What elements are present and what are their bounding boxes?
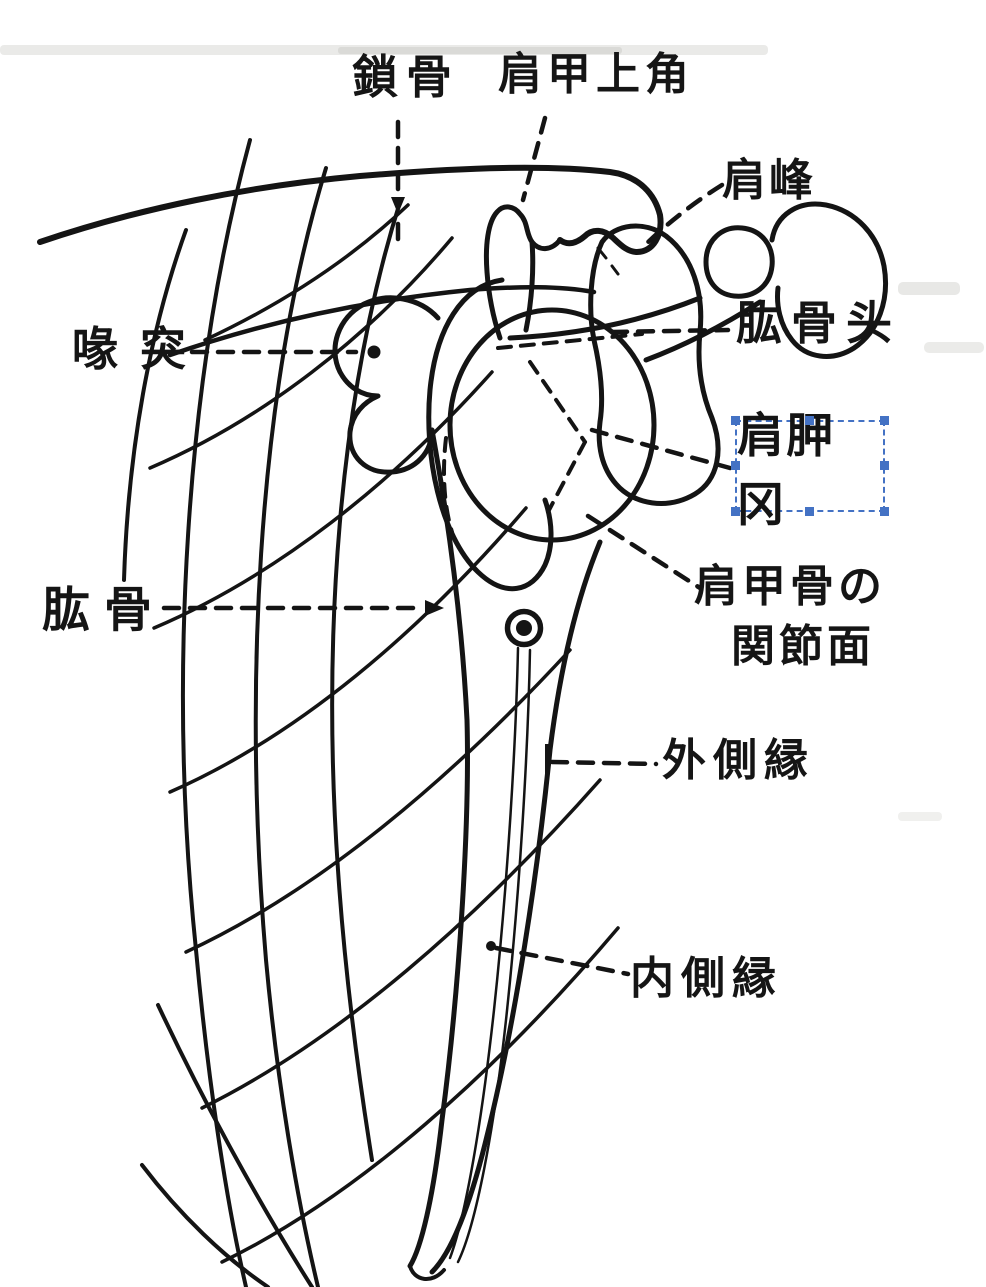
label-glenoid-line2: 関節面 bbox=[731, 622, 875, 672]
label-scapular-spine: 肩胛冈 bbox=[737, 411, 835, 532]
glenoid-dashed-lines bbox=[442, 332, 644, 534]
label-acromion: 肩峰 bbox=[722, 156, 816, 205]
label-glenoid-line1: 肩甲骨の bbox=[694, 562, 886, 611]
humerus-arrowhead bbox=[425, 600, 444, 616]
rib-cage-lines bbox=[122, 138, 620, 1287]
medial-junction-dot bbox=[486, 941, 496, 951]
label-coracoid: 喙突 bbox=[72, 324, 208, 375]
leader-acromion bbox=[639, 182, 725, 251]
label-humerus: 肱骨 bbox=[42, 584, 167, 637]
label-humeral-head: 肱骨头 bbox=[736, 298, 901, 349]
clavicle-arrowhead bbox=[391, 197, 405, 214]
coracoid-dot bbox=[367, 345, 381, 359]
selection-handle-nw[interactable] bbox=[731, 416, 740, 425]
label-clavicle: 鎖骨 bbox=[352, 52, 460, 103]
selection-handle-e[interactable] bbox=[880, 461, 889, 470]
humeral-head-outline bbox=[447, 307, 657, 543]
scapula-border-lines bbox=[407, 427, 603, 1281]
superior-angle-outline bbox=[483, 204, 563, 341]
glenoid-neck-outline bbox=[426, 277, 554, 592]
leader-scapular-spine bbox=[589, 427, 733, 471]
label-lateral-border: 外側縁 bbox=[662, 736, 815, 785]
selection-handle-w[interactable] bbox=[731, 461, 740, 470]
humerus-upper-outline bbox=[588, 223, 721, 506]
lateral-junction-tick bbox=[545, 744, 549, 782]
leader-lines bbox=[161, 115, 733, 977]
selection-handle-s[interactable] bbox=[805, 507, 814, 516]
leader-terminators bbox=[367, 197, 549, 951]
leader-lateral-border bbox=[549, 759, 659, 767]
infraglenoid-ring bbox=[504, 608, 544, 648]
selection-handle-ne[interactable] bbox=[880, 416, 889, 425]
selected-text-box[interactable]: 肩胛冈 bbox=[731, 411, 889, 532]
leader-humeral-head bbox=[609, 327, 731, 335]
selection-handle-se[interactable] bbox=[880, 507, 889, 516]
selection-handle-n[interactable] bbox=[805, 416, 814, 425]
coracoid-outline bbox=[332, 295, 441, 475]
leader-superior-angle bbox=[520, 115, 548, 203]
clavicle-outline bbox=[37, 164, 664, 358]
label-medial-border: 内側縁 bbox=[630, 954, 783, 1003]
selection-handle-sw[interactable] bbox=[731, 507, 740, 516]
leader-glenoid bbox=[585, 513, 703, 591]
label-superior-angle: 肩甲上角 bbox=[498, 50, 694, 99]
leader-medial-border bbox=[493, 945, 631, 977]
label-glenoid-surface: 肩甲骨の 関節面 bbox=[694, 562, 886, 672]
acromion-outline bbox=[596, 201, 888, 359]
